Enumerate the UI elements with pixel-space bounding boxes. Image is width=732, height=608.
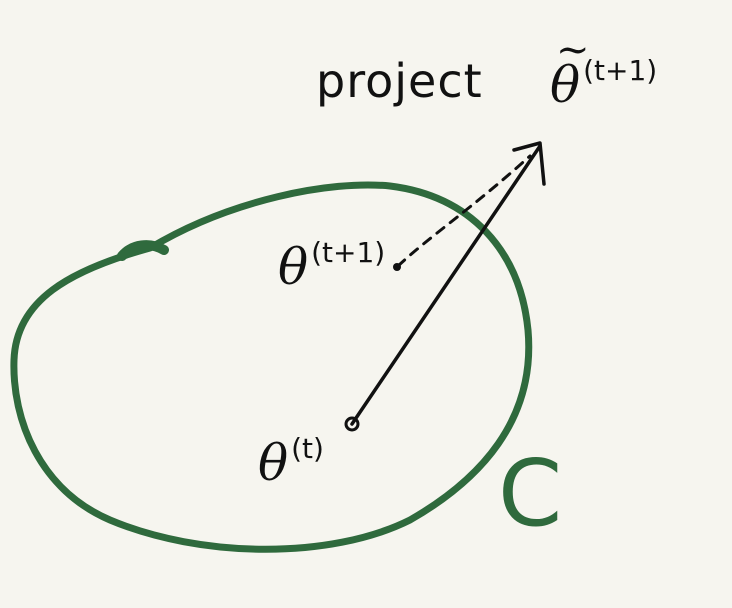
theta-symbol: θ <box>550 56 581 114</box>
arrowhead <box>512 141 546 186</box>
stroke-start-blob <box>117 240 169 261</box>
theta-current-label: θ(t) <box>258 435 324 489</box>
tilde-accent: ~ <box>556 27 590 73</box>
project-label: project <box>316 54 483 108</box>
set-c-boundary <box>10 181 533 553</box>
gradient-step-arrow <box>350 144 542 426</box>
theta-tilde-superscript: (t+1) <box>583 54 658 87</box>
point-theta-current <box>344 416 360 432</box>
theta-tilde-label: ~ θ (t+1) <box>550 30 657 110</box>
theta-symbol: θ <box>278 238 309 296</box>
theta-next-superscript: (t+1) <box>311 236 386 269</box>
theta-next-label: θ(t+1) <box>278 239 385 293</box>
theta-current-superscript: (t) <box>291 432 324 465</box>
theta-symbol: θ <box>258 434 289 492</box>
projection-dashed-line <box>396 154 532 268</box>
point-theta-next <box>393 263 401 271</box>
set-c-label: C <box>498 440 563 547</box>
